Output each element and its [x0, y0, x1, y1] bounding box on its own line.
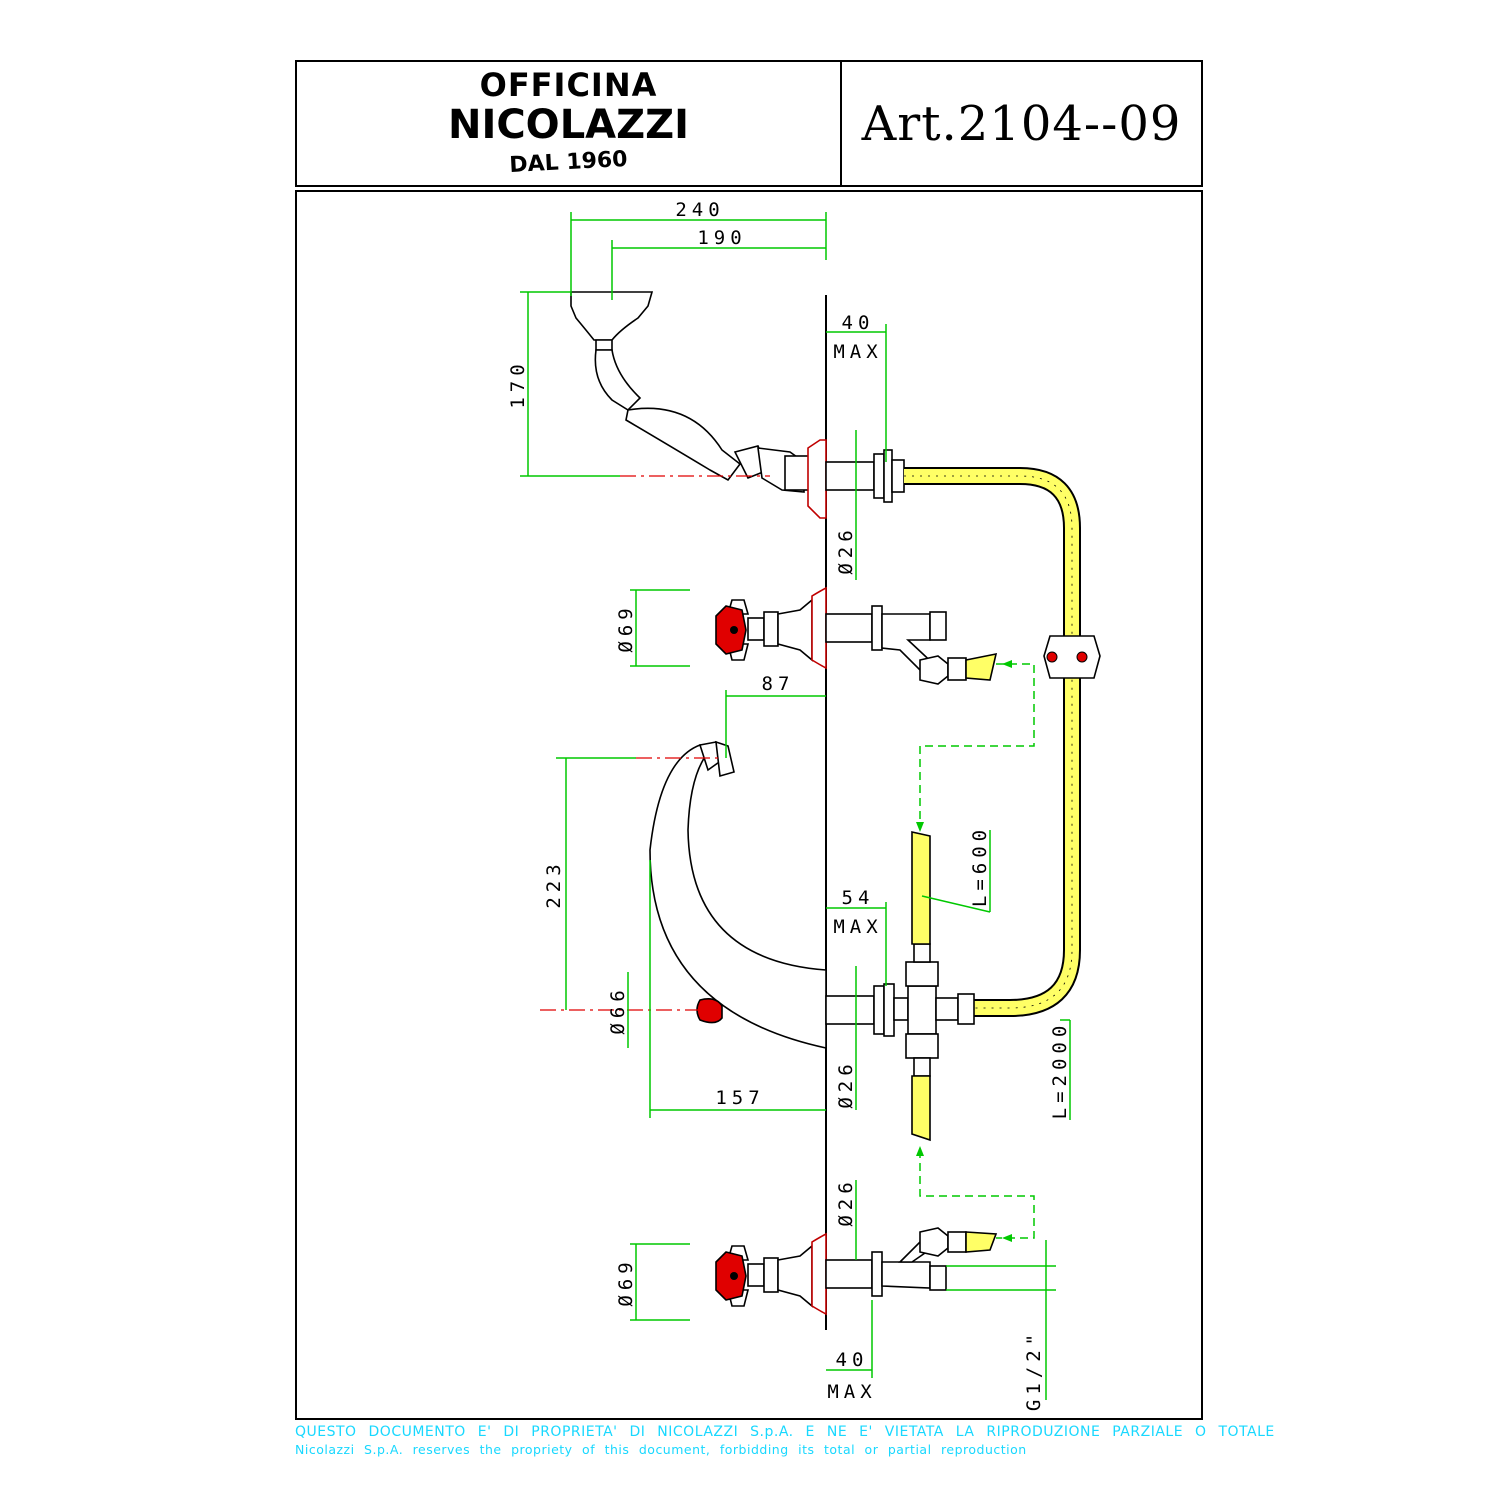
dim-40-top: 40	[842, 312, 875, 334]
article-number-cell: Art.2104--09	[840, 60, 1203, 187]
brand-name-nicolazzi: NICOLAZZI	[447, 102, 690, 148]
upper-flex-hose	[911, 831, 931, 945]
dim-170: 170	[507, 359, 529, 408]
dim-54: 54	[842, 887, 875, 909]
dim-g12: G1/2"	[1023, 1329, 1045, 1411]
dim-diam26-a: Ø26	[835, 525, 857, 574]
dashed-leader-lines	[919, 663, 1035, 1239]
dim-diam69-a: Ø69	[615, 603, 637, 652]
dim-240: 240	[675, 199, 724, 221]
hose-clamp	[1043, 635, 1101, 679]
drawing-frame	[295, 190, 1203, 1420]
dim-l600: L=600	[969, 825, 991, 907]
dim-diam66: Ø66	[607, 985, 629, 1034]
dim-max-mid: MAX	[833, 916, 882, 938]
dim-diam69-b: Ø69	[615, 1257, 637, 1306]
brand-name-officina: OFFICINA	[479, 66, 658, 104]
dim-40-bottom: 40	[836, 1349, 869, 1371]
dim-157: 157	[715, 1087, 764, 1109]
dimension-arrows	[916, 660, 1012, 1242]
lower-valve	[726, 1227, 967, 1316]
dimension-lines	[520, 212, 1071, 1400]
brand-logo-cell: OFFICINA NICOLAZZI DAL 1960	[295, 60, 842, 187]
diverter-fitting	[893, 943, 975, 1077]
dim-max-bottom: MAX	[827, 1381, 876, 1403]
dim-223: 223	[543, 859, 565, 908]
dim-l2000: L=2000	[1049, 1021, 1071, 1120]
dim-diam26-c: Ø26	[835, 1177, 857, 1226]
footer-copyright-english: Nicolazzi S.p.A. reserves the propriety …	[295, 1442, 1027, 1457]
dim-diam26-b: Ø26	[835, 1059, 857, 1108]
upper-valve	[726, 586, 967, 685]
article-number: Art.2104--09	[861, 96, 1182, 152]
lower-flex-hose	[911, 1075, 931, 1142]
dim-190: 190	[697, 227, 746, 249]
spout	[649, 740, 895, 1049]
dim-max-top: MAX	[833, 341, 882, 363]
dim-87: 87	[762, 673, 795, 695]
footer-copyright-italian: QUESTO DOCUMENTO E' DI PROPRIETA' DI NIC…	[295, 1424, 1275, 1440]
hand-shower	[570, 291, 905, 519]
